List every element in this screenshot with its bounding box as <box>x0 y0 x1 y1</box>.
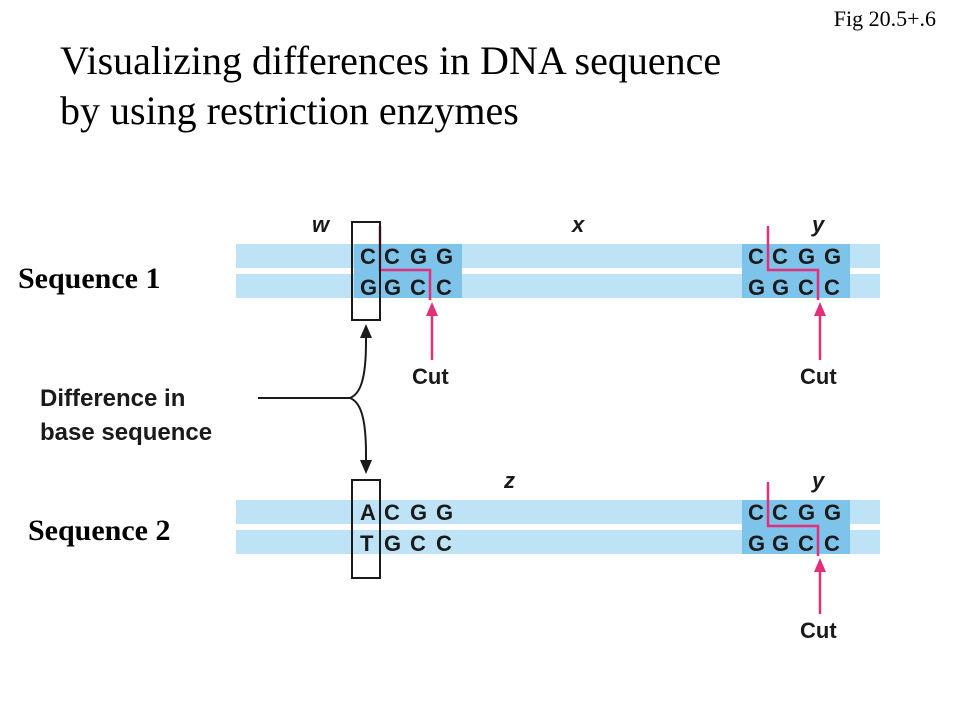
base: G <box>410 244 427 269</box>
base: G <box>436 244 453 269</box>
arrowhead-icon <box>814 558 826 572</box>
base: G <box>748 275 765 300</box>
arrowhead-icon <box>426 302 438 316</box>
arrowhead-icon <box>814 302 826 316</box>
title-line-1: Visualizing differences in DNA sequence <box>60 38 722 83</box>
difference-label-line-1: Difference in <box>40 385 185 412</box>
base: C <box>748 500 764 525</box>
base: C <box>360 244 376 269</box>
base: G <box>772 531 789 556</box>
arrowhead-icon <box>360 324 372 338</box>
base: C <box>410 531 426 556</box>
figure-label: Fig 20.5+.6 <box>833 6 936 31</box>
sequence-2-label: Sequence 2 <box>28 514 171 547</box>
base: C <box>384 244 400 269</box>
cut-label-seq1-site1: Cut <box>412 364 449 389</box>
base: C <box>748 244 764 269</box>
seq2-difference-box <box>351 479 381 579</box>
region-z-label: z <box>503 468 515 493</box>
difference-label-line-2: base sequence <box>40 419 212 446</box>
sequence-1-label: Sequence 1 <box>18 262 161 295</box>
base: G <box>384 531 401 556</box>
base: G <box>360 275 377 300</box>
cut-label-seq2-site2: Cut <box>800 618 837 643</box>
seq1-site2-bases: C C G G G G C C <box>748 244 841 300</box>
base: C <box>824 275 840 300</box>
region-y-label-seq2: y <box>811 468 826 493</box>
seq1-difference-box <box>351 221 381 321</box>
base: C <box>772 500 788 525</box>
base: C <box>384 500 400 525</box>
base: C <box>772 244 788 269</box>
base: G <box>772 275 789 300</box>
base: C <box>436 275 452 300</box>
base: T <box>360 531 374 556</box>
base: C <box>410 275 426 300</box>
base: G <box>410 500 427 525</box>
base: C <box>798 531 814 556</box>
base: C <box>824 531 840 556</box>
cut-label-seq1-site2: Cut <box>800 364 837 389</box>
region-w-label: w <box>312 212 331 237</box>
brace <box>347 341 367 455</box>
arrowhead-icon <box>360 460 372 474</box>
page-title: Visualizing differences in DNA sequence … <box>60 36 900 136</box>
seq1-site1-bases: C C G G G G C C <box>360 244 453 300</box>
base: G <box>748 531 765 556</box>
seq2-site2-cut-line <box>766 482 820 556</box>
base: C <box>436 531 452 556</box>
base: G <box>824 500 841 525</box>
region-y-label-seq1: y <box>811 212 826 237</box>
base: G <box>384 275 401 300</box>
seq2-site1-bases: A C G G T G C C <box>360 500 453 556</box>
base: A <box>360 500 376 525</box>
base: G <box>798 500 815 525</box>
seq1-site2-cut-line <box>766 226 820 300</box>
title-line-2: by using restriction enzymes <box>60 88 519 133</box>
region-x-label: x <box>571 212 585 237</box>
base: G <box>824 244 841 269</box>
base: G <box>436 500 453 525</box>
base: C <box>798 275 814 300</box>
seq2-site2-bases: C C G G G G C C <box>748 500 841 556</box>
base: G <box>798 244 815 269</box>
